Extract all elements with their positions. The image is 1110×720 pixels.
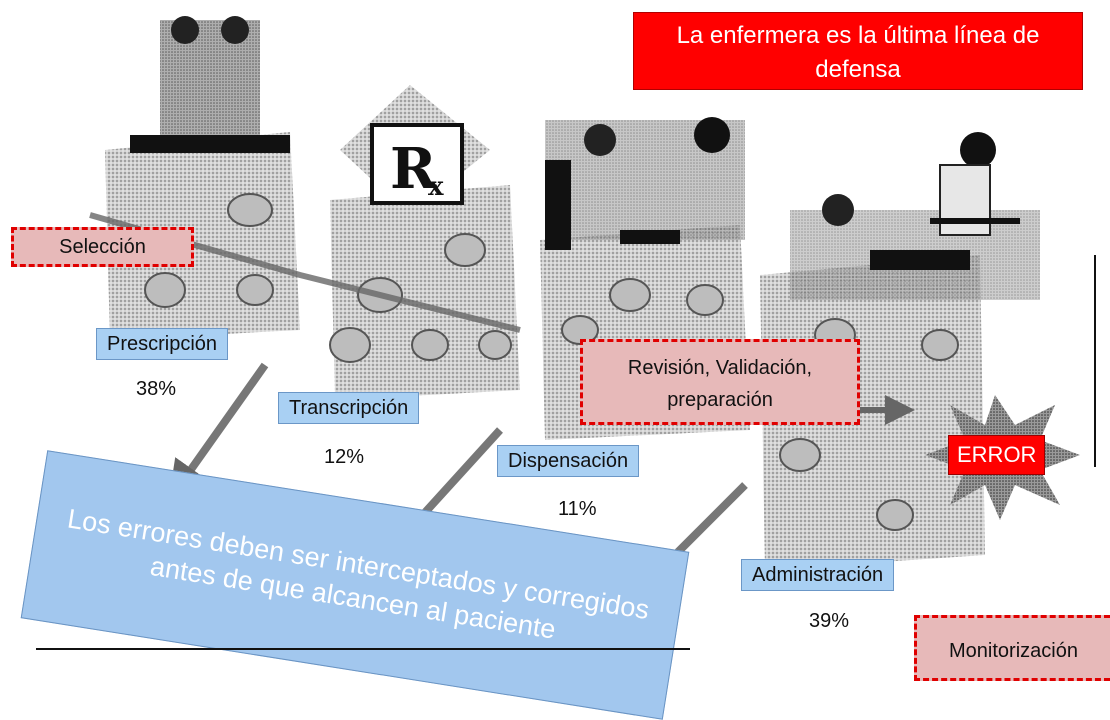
slice-hole — [444, 233, 486, 267]
stage-name: Prescripción — [107, 333, 218, 355]
selection-label: Selección — [59, 236, 146, 258]
stage-label-administration: Administración — [741, 559, 895, 591]
percent-value: 11% — [558, 498, 597, 520]
monitoring-callout: Monitorización — [914, 615, 1110, 681]
slice-hole — [478, 330, 512, 360]
stage-label-prescription: Prescripción — [96, 328, 229, 360]
nurse-patient-figure — [790, 132, 1040, 300]
monitoring-label: Monitorización — [949, 640, 1078, 662]
percent-value: 12% — [324, 446, 365, 468]
last-line-of-defense-callout: La enfermera es la última línea de defen… — [633, 12, 1083, 90]
right-vertical-divider — [1094, 255, 1096, 467]
stage-name: Administración — [752, 564, 884, 586]
slice-hole — [609, 278, 651, 312]
error-text: ERROR — [957, 442, 1037, 467]
slice-hole — [779, 438, 821, 472]
svg-text:x: x — [428, 172, 444, 202]
selection-callout: Selección — [11, 227, 194, 267]
slice-hole — [329, 327, 371, 363]
baseline-divider — [36, 648, 690, 650]
review-text: Revisión, Validación, preparación — [627, 357, 813, 411]
stage-percent-transcription: 12% — [324, 446, 364, 469]
percent-value: 38% — [136, 378, 177, 400]
review-validation-callout: Revisión, Validación, preparación — [580, 339, 860, 425]
stage-percent-prescription: 38% — [136, 378, 176, 401]
slice-prescription — [105, 132, 300, 340]
defense-text: La enfermera es la última línea de defen… — [676, 22, 1040, 83]
stage-label-transcription: Transcripción — [278, 392, 420, 424]
slice-hole — [227, 193, 273, 227]
slice-hole — [144, 272, 186, 308]
stage-percent-dispensing: 11% — [558, 498, 597, 521]
pharmacy-figure — [545, 117, 745, 250]
stage-percent-administration: 39% — [809, 610, 849, 633]
slice-hole — [686, 284, 724, 316]
percent-value: 39% — [809, 610, 850, 632]
slice-hole — [876, 499, 914, 531]
doctors-figure — [130, 16, 290, 153]
stage-label-dispensing: Dispensación — [497, 445, 640, 477]
stage-name: Dispensación — [508, 450, 629, 472]
error-label: ERROR — [948, 435, 1046, 475]
slice-hole — [921, 329, 959, 361]
slice-hole — [236, 274, 274, 306]
slice-hole — [411, 329, 449, 361]
stage-name: Transcripción — [289, 397, 409, 419]
rx-icon: R x — [370, 123, 464, 205]
svg-text:R: R — [390, 136, 437, 202]
